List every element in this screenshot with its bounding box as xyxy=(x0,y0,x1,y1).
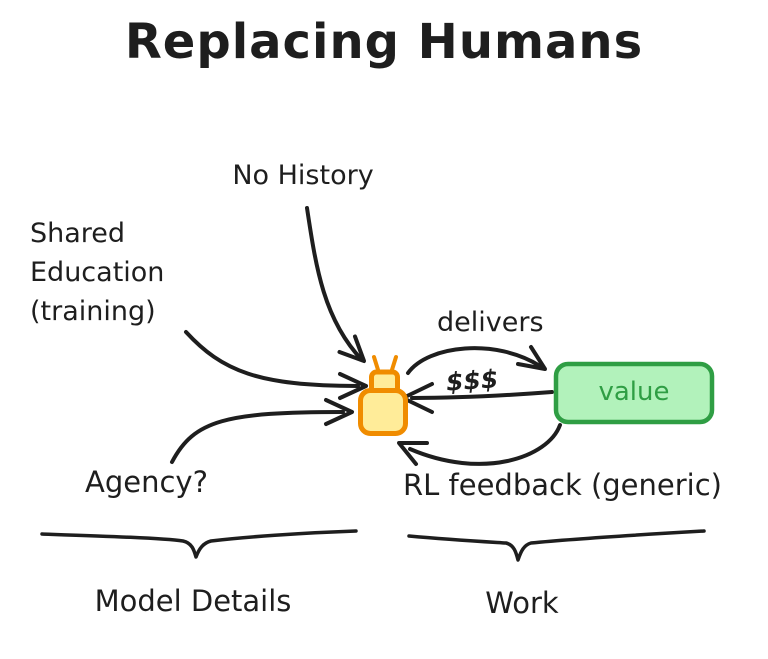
no-history-arrow xyxy=(305,206,366,363)
group-label-model-details: Model Details xyxy=(94,584,292,618)
work-brace xyxy=(407,529,706,562)
label-money: $$$ xyxy=(445,364,500,397)
shared-education-arrow xyxy=(184,330,368,400)
diagram-title: Replacing Humans xyxy=(124,14,644,70)
value-box xyxy=(553,361,715,425)
group-label-work: Work xyxy=(485,586,559,620)
model-details-brace xyxy=(40,529,358,559)
agency-arrow xyxy=(170,398,354,464)
label-rl-feedback: RL feedback (generic) xyxy=(403,468,722,502)
label-delivers: delivers xyxy=(437,307,544,338)
rl-feedback-arrow xyxy=(397,423,562,466)
label-no-history: No History xyxy=(232,160,374,191)
value-box-label: value xyxy=(598,377,670,408)
delivers-arrow xyxy=(406,345,547,375)
robot-icon xyxy=(358,355,408,436)
label-agency: Agency? xyxy=(85,465,208,499)
label-shared-education: Shared Education (training) xyxy=(30,218,165,327)
